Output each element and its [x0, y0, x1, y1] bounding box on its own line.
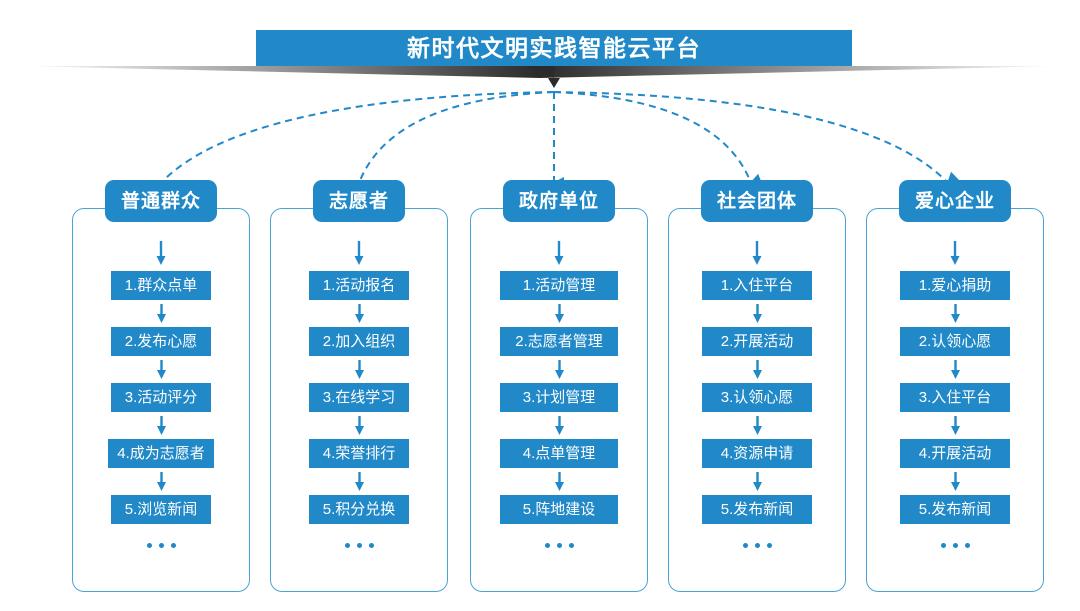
- flow-item[interactable]: 3.计划管理: [500, 383, 618, 412]
- flow-item[interactable]: 5.发布新闻: [900, 495, 1010, 524]
- flow-arrow-icon: [156, 472, 166, 491]
- column-header-label: 爱心企业: [914, 190, 996, 212]
- dot: [544, 543, 550, 548]
- flow-arrow-icon: [156, 360, 166, 379]
- flow-arrow-icon: [354, 304, 364, 323]
- flow-arrow-icon: [950, 472, 960, 491]
- flow-arrow-icon: [354, 360, 364, 379]
- flow-item[interactable]: 1.群众点单: [111, 271, 211, 300]
- dot: [556, 543, 562, 548]
- flow-item[interactable]: 4.成为志愿者: [108, 439, 214, 468]
- header-down-arrow-icon: [752, 241, 762, 265]
- header-down-arrow-icon: [950, 241, 960, 265]
- dot: [568, 543, 574, 548]
- column-header-label: 政府单位: [518, 190, 600, 212]
- header-down-arrow-icon: [554, 241, 564, 265]
- flow-arrow-icon: [752, 360, 762, 379]
- column-flow-list: 1.群众点单 2.发布心愿 3.活动评分 4.成为志愿者 5.浏览新闻: [73, 271, 249, 548]
- dot: [964, 543, 970, 548]
- banner-plate: 新时代文明实践智能云平台: [256, 30, 852, 66]
- dot: [940, 543, 946, 548]
- column-header-badge[interactable]: 社会团体: [700, 180, 814, 222]
- column-header-badge[interactable]: 爱心企业: [898, 180, 1012, 222]
- flow-item[interactable]: 1.活动报名: [309, 271, 409, 300]
- flow-item[interactable]: 1.入住平台: [702, 271, 812, 300]
- column-header-badge[interactable]: 普通群众: [104, 180, 218, 222]
- dot: [146, 543, 152, 548]
- flow-arrow-icon: [752, 472, 762, 491]
- flow-arrow-icon: [354, 472, 364, 491]
- flow-item[interactable]: 4.荣誉排行: [309, 439, 409, 468]
- flow-item[interactable]: 1.活动管理: [500, 271, 618, 300]
- more-ellipsis: [940, 543, 970, 548]
- flow-item[interactable]: 2.加入组织: [309, 327, 409, 356]
- column-flow-list: 1.爱心捐助 2.认领心愿 3.入住平台 4.开展活动 5.发布新闻: [867, 271, 1043, 548]
- flow-arrow-icon: [752, 304, 762, 323]
- flow-item[interactable]: 4.开展活动: [900, 439, 1010, 468]
- flow-item[interactable]: 2.发布心愿: [111, 327, 211, 356]
- flow-item[interactable]: 1.爱心捐助: [900, 271, 1010, 300]
- dot: [368, 543, 374, 548]
- flow-item[interactable]: 2.志愿者管理: [500, 327, 618, 356]
- flow-arrow-icon: [554, 472, 564, 491]
- more-ellipsis: [544, 543, 574, 548]
- dot: [356, 543, 362, 548]
- flow-arrow-icon: [156, 304, 166, 323]
- column-header-label: 普通群众: [120, 190, 202, 212]
- flow-item[interactable]: 4.点单管理: [500, 439, 618, 468]
- flow-arrow-icon: [950, 360, 960, 379]
- flow-item[interactable]: 2.认领心愿: [900, 327, 1010, 356]
- column-header-badge[interactable]: 志愿者: [312, 180, 406, 222]
- flow-item[interactable]: 3.认领心愿: [702, 383, 812, 412]
- banner-ribbon-shadow: [20, 66, 1060, 88]
- flow-arrow-icon: [554, 416, 564, 435]
- dot: [754, 543, 760, 548]
- column-header-label: 社会团体: [716, 190, 798, 212]
- flow-arrow-icon: [752, 416, 762, 435]
- role-column-volunteer: 志愿者 1.活动报名 2.加入组织 3.在线学习 4.荣誉排行 5.积分兑换: [270, 180, 448, 592]
- chevron-down-icon: [548, 78, 560, 88]
- flow-item[interactable]: 3.活动评分: [111, 383, 211, 412]
- flow-item[interactable]: 2.开展活动: [702, 327, 812, 356]
- more-ellipsis: [146, 543, 176, 548]
- flow-item[interactable]: 5.发布新闻: [702, 495, 812, 524]
- flow-arrow-icon: [554, 304, 564, 323]
- flow-item[interactable]: 5.阵地建设: [500, 495, 618, 524]
- flow-item[interactable]: 5.积分兑换: [309, 495, 409, 524]
- role-column-ordinary-public: 普通群众 1.群众点单 2.发布心愿 3.活动评分 4.成为志愿者 5.浏览新闻: [72, 180, 250, 592]
- dot: [742, 543, 748, 548]
- more-ellipsis: [344, 543, 374, 548]
- platform-banner: 新时代文明实践智能云平台: [0, 0, 1080, 95]
- page-title: 新时代文明实践智能云平台: [407, 34, 701, 61]
- dot: [170, 543, 176, 548]
- role-column-social-group: 社会团体 1.入住平台 2.开展活动 3.认领心愿 4.资源申请 5.发布新闻: [668, 180, 846, 592]
- flow-item[interactable]: 3.入住平台: [900, 383, 1010, 412]
- more-ellipsis: [742, 543, 772, 548]
- header-down-arrow-icon: [156, 241, 166, 265]
- flow-arrow-icon: [950, 304, 960, 323]
- role-column-government-unit: 政府单位 1.活动管理 2.志愿者管理 3.计划管理 4.点单管理 5.阵地建设: [470, 180, 648, 592]
- flow-item[interactable]: 5.浏览新闻: [111, 495, 211, 524]
- flow-item[interactable]: 3.在线学习: [309, 383, 409, 412]
- flow-arrow-icon: [354, 416, 364, 435]
- flow-item[interactable]: 4.资源申请: [702, 439, 812, 468]
- column-flow-list: 1.入住平台 2.开展活动 3.认领心愿 4.资源申请 5.发布新闻: [669, 271, 845, 548]
- flow-arrow-icon: [554, 360, 564, 379]
- column-header-badge[interactable]: 政府单位: [502, 180, 616, 222]
- flow-arrow-icon: [156, 416, 166, 435]
- dot: [952, 543, 958, 548]
- dot: [766, 543, 772, 548]
- column-flow-list: 1.活动管理 2.志愿者管理 3.计划管理 4.点单管理 5.阵地建设: [471, 271, 647, 548]
- flow-arrow-icon: [950, 416, 960, 435]
- role-column-charity-enterprise: 爱心企业 1.爱心捐助 2.认领心愿 3.入住平台 4.开展活动 5.发布新闻: [866, 180, 1044, 592]
- dot: [158, 543, 164, 548]
- dot: [344, 543, 350, 548]
- column-flow-list: 1.活动报名 2.加入组织 3.在线学习 4.荣誉排行 5.积分兑换: [271, 271, 447, 548]
- header-down-arrow-icon: [354, 241, 364, 265]
- column-header-label: 志愿者: [328, 190, 390, 212]
